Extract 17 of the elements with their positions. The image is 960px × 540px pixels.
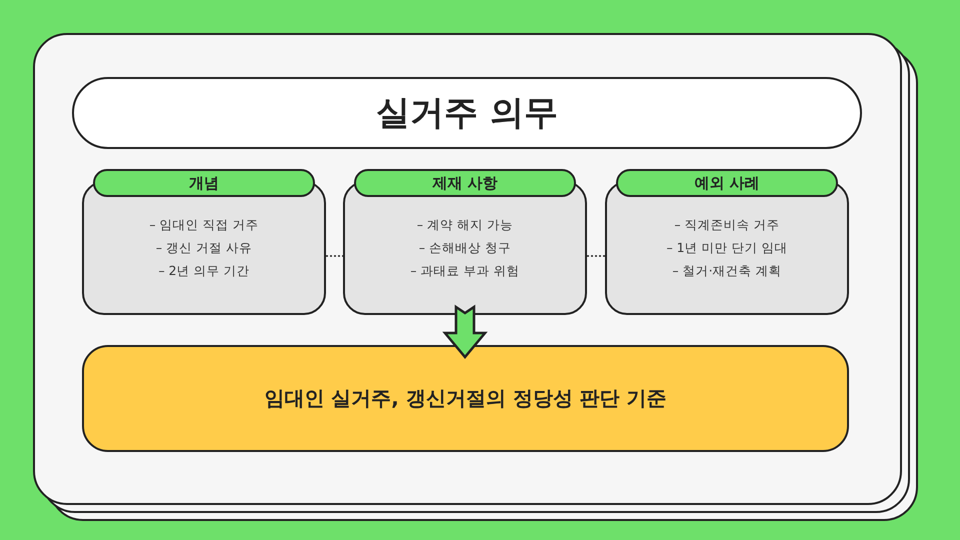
block-arrow (442, 304, 488, 359)
list-item: – 갱신 거절 사유 (156, 239, 252, 257)
connector-line (587, 255, 605, 257)
list-item: – 계약 해지 가능 (416, 216, 514, 234)
heading-tab: 개념 (93, 169, 315, 197)
heading-tab: 제재 사항 (354, 169, 576, 197)
list-item: – 과태료 부과 위험 (410, 262, 520, 280)
title-box: 실거주 의무 (72, 77, 862, 149)
list-item: – 직계존비속 거주 (674, 216, 780, 234)
list-item: – 철거·재건축 계획 (672, 262, 782, 280)
list-item: – 임대인 직접 거주 (149, 216, 259, 234)
connector-line (326, 255, 343, 257)
list-item: – 손해배상 청구 (418, 239, 512, 257)
conclusion-box: 임대인 실거주, 갱신거절의 정당성 판단 기준 (82, 345, 849, 452)
heading-tab: 예외 사례 (616, 169, 838, 197)
list-item: – 1년 미만 단기 임대 (666, 239, 788, 257)
list-item: – 2년 의무 기간 (158, 262, 250, 280)
